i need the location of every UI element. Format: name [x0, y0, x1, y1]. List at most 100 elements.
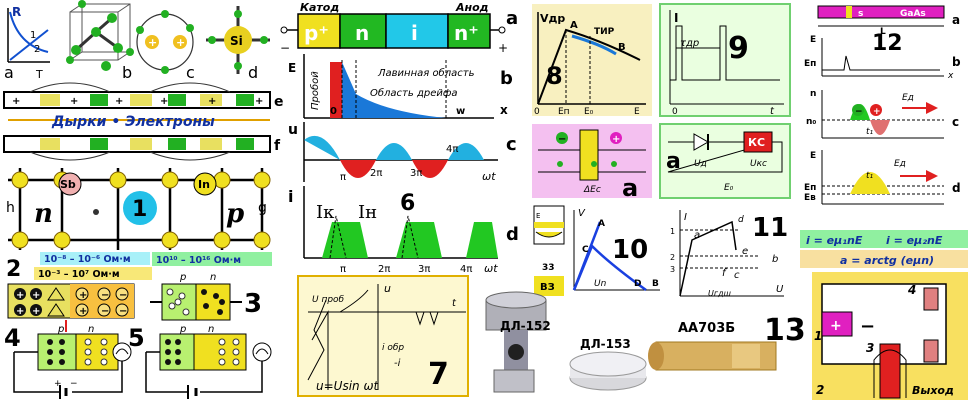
svg-text:f: f	[274, 138, 281, 154]
svg-text:n: n	[810, 89, 816, 99]
svg-text:1: 1	[132, 197, 147, 222]
svg-text:Iн: Iн	[358, 202, 377, 223]
photo-dl153: ДЛ-153	[569, 337, 647, 391]
svg-text:+: +	[70, 96, 78, 107]
svg-text:3: 3	[866, 341, 874, 355]
svg-text:p: p	[179, 324, 186, 335]
panel-4-forward-bias: 4 p n + −	[4, 320, 132, 399]
svg-text:n: n	[208, 324, 214, 335]
svg-text:h: h	[6, 200, 15, 216]
svg-text:Катод: Катод	[300, 1, 339, 14]
panel-charge-row-e: ++++++ e	[3, 82, 284, 110]
svg-text:a: a	[666, 149, 681, 174]
panel-2-resistivity: 2 10⁻⁸ – 10⁻⁶ Ом·м 10⁻³ – 10⁷ Ом·м 10¹⁰ …	[6, 252, 272, 319]
svg-text:c: c	[734, 270, 740, 281]
svg-text:p: p	[179, 272, 186, 283]
svg-text:Uд: Uд	[694, 159, 707, 169]
svg-text:n: n	[88, 324, 94, 335]
svg-text:n₀: n₀	[806, 117, 816, 127]
svg-text:d: d	[248, 63, 258, 82]
svg-text:E₀: E₀	[584, 107, 594, 117]
svg-text:Анод: Анод	[455, 1, 489, 14]
svg-text:D: D	[634, 279, 641, 289]
svg-text:−: −	[119, 306, 127, 317]
svg-text:Выход: Выход	[912, 384, 954, 397]
svg-text:−: −	[860, 316, 875, 337]
svg-text:c: c	[506, 134, 517, 155]
svg-text:d: d	[506, 224, 519, 245]
svg-text:ТИР: ТИР	[594, 27, 615, 37]
svg-text:10⁻⁸ – 10⁻⁶ Ом·м: 10⁻⁸ – 10⁻⁶ Ом·м	[44, 254, 131, 265]
svg-text:10⁻³ – 10⁷ Ом·м: 10⁻³ – 10⁷ Ом·м	[38, 269, 120, 280]
svg-text:e: e	[742, 246, 748, 257]
svg-text:Vдр: Vдр	[540, 12, 565, 25]
svg-text:t₁: t₁	[866, 171, 874, 181]
svg-text:−: −	[119, 290, 127, 301]
svg-text:0: 0	[672, 107, 678, 117]
svg-text:Eп: Eп	[804, 183, 816, 193]
svg-text:n⁺: n⁺	[454, 21, 479, 45]
svg-text:s: s	[858, 9, 863, 19]
svg-text:2: 2	[34, 44, 40, 55]
svg-text:Si: Si	[230, 34, 243, 48]
svg-text:E₀: E₀	[724, 183, 734, 193]
svg-text:2: 2	[6, 257, 21, 282]
svg-text:Пробой: Пробой	[309, 71, 321, 110]
svg-text:Sb: Sb	[60, 178, 76, 191]
svg-text:i = eμ₁nE: i = eμ₁nE	[806, 234, 863, 247]
svg-text:3π: 3π	[410, 168, 422, 179]
svg-text:b: b	[500, 68, 513, 89]
panel-atom-orbit: + + c	[136, 10, 195, 82]
svg-text:Eд: Eд	[894, 159, 906, 169]
svg-text:−: −	[101, 290, 109, 301]
svg-text:+: +	[612, 134, 620, 145]
panel-7-breakdown: U проб u t i обр -i u=Usin ωt 7	[297, 275, 469, 397]
svg-text:0: 0	[330, 106, 337, 117]
svg-text:B: B	[652, 279, 659, 289]
svg-text:3: 3	[244, 289, 262, 319]
svg-text:w: w	[456, 106, 465, 117]
svg-text:Uгдш: Uгдш	[708, 289, 732, 298]
svg-text:I: I	[684, 212, 687, 223]
svg-text:+: +	[255, 96, 263, 107]
panel-resistance-graph: R 1 2 a T	[4, 5, 50, 82]
svg-text:n: n	[355, 21, 369, 45]
svg-text:7: 7	[428, 357, 449, 392]
svg-text:ВЗ: ВЗ	[540, 282, 555, 293]
svg-text:a = arctg (eμn): a = arctg (eμn)	[840, 254, 934, 267]
svg-text:a: a	[506, 8, 518, 29]
svg-text:+: +	[160, 96, 168, 107]
svg-text:9: 9	[728, 31, 749, 66]
svg-text:In: In	[198, 178, 210, 191]
svg-text:E: E	[634, 107, 640, 117]
svg-text:I: I	[674, 11, 678, 25]
panel-10-iv: E 33 ВЗ V A C D B Un 10	[533, 205, 660, 296]
svg-text:n: n	[210, 272, 216, 283]
svg-text:Лавинная область: Лавинная область	[377, 67, 475, 79]
svg-text:GaAs: GaAs	[900, 9, 926, 19]
panel-charge-row-f: f	[3, 135, 281, 161]
svg-text:A: A	[598, 219, 605, 229]
svg-text:B: B	[618, 42, 626, 53]
svg-text:p: p	[57, 324, 64, 335]
svg-text:+: +	[498, 41, 508, 55]
svg-text:Uкс: Uкс	[750, 159, 767, 169]
svg-text:U проб: U проб	[312, 295, 345, 305]
svg-text:АА703Б: АА703Б	[678, 321, 735, 336]
svg-text:g: g	[258, 200, 267, 216]
svg-text:a: a	[952, 13, 960, 27]
svg-text:E: E	[810, 151, 816, 161]
svg-text:a: a	[694, 230, 700, 241]
svg-text:π: π	[340, 264, 346, 275]
svg-text:+: +	[873, 107, 881, 117]
svg-text:2π: 2π	[378, 264, 390, 275]
panel-pin-voltage: u π 2π 3π 4π ωt c	[288, 122, 517, 183]
panel-pin-current: i Iк Iн 6 π 2π 3π 4π ωt d	[288, 186, 519, 275]
svg-text:1: 1	[814, 329, 822, 343]
svg-text:Eп: Eп	[558, 107, 570, 117]
svg-text:i: i	[288, 187, 293, 206]
svg-text:10¹⁰ – 10¹⁶ Ом·м: 10¹⁰ – 10¹⁶ Ом·м	[156, 255, 241, 266]
svg-text:T: T	[35, 68, 43, 81]
